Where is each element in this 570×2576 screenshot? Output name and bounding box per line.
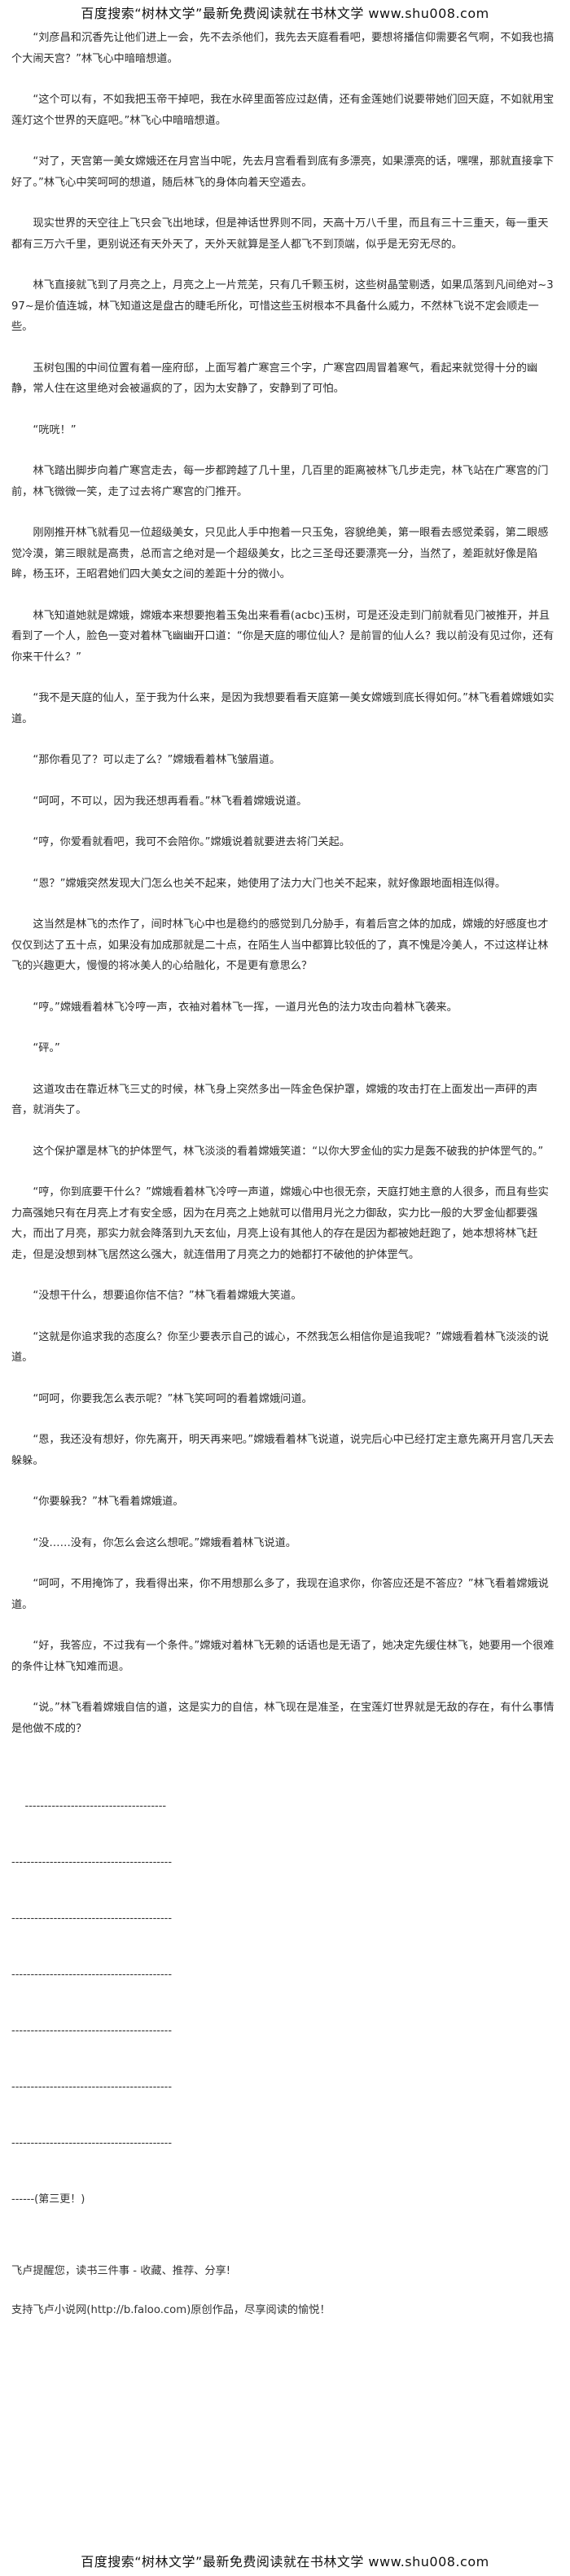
paragraph: “咣咣！”	[33, 423, 77, 436]
paragraph: 林飞踏出脚步向着广寒宫走去，每一步都跨越了几十里，几百里的距离被林飞几步走完，林…	[11, 465, 549, 498]
bottom-banner: 百度搜索“树林文学”最新免费阅读就在书林文学 www.shu008.com	[81, 2554, 489, 2569]
paragraph: “没……没有，你怎么会这么想呢。”嫦娥看着林飞说道。	[33, 1536, 296, 1549]
paragraph: 这道攻击在靠近林飞三丈的时候，林飞身上突然多出一阵金色保护罩，嫦娥的攻击打在上面…	[11, 1083, 538, 1117]
paragraph: 林飞直接就飞到了月亮之上，月亮之上一片荒芜，只有几千颗玉树，这些树晶莹剔透，如果…	[11, 279, 554, 333]
separator-line: ----------------------------------------…	[11, 2137, 173, 2149]
paragraph: 现实世界的天空往上飞只会飞出地球，但是神话世界则不同，天高十万八千里，而且有三十…	[11, 217, 549, 251]
separator-block: ------------------------------------- --…	[11, 1759, 559, 2246]
paragraph: “哼，你到底要干什么？”嫦娥看着林飞冷哼一声道，嫦娥心中也很无奈，天庭打她主意的…	[11, 1186, 549, 1261]
paragraph: “哼，你爱看就看吧，我可不会陪你。”嫦娥说着就要进去将门关起。	[33, 836, 350, 848]
paragraph: “呵呵，你要我怎么表示呢？”林飞笑呵呵的看着嫦娥问道。	[33, 1392, 313, 1405]
third-update-note: ------(第三更！)	[11, 2193, 86, 2206]
separator-line: ----------------------------------------…	[11, 2025, 173, 2037]
paragraph: “没想干什么，想要追你信不信？”林飞看着嫦娥大笑道。	[33, 1290, 302, 1302]
support-line: 支持飞卢小说网(http://b.faloo.com)原创作品，尽享阅读的愉悦！	[11, 2304, 331, 2316]
paragraph: “恩，我还没有想好，你先离开，明天再来吧。”嫦娥看着林飞说道，说完后心中已经打定…	[11, 1434, 555, 1467]
top-banner: 百度搜索“树林文学”最新免费阅读就在书林文学 www.shu008.com	[81, 6, 489, 21]
paragraph: “好，我答应，不过我有一个条件。”嫦娥对着林飞无赖的话语也是无语了，她决定先缓住…	[11, 1640, 555, 1673]
paragraph: “刘彦昌和沉香先让他们进上一会，先不去杀他们，我先去天庭看看吧，要想将播信仰需要…	[11, 32, 555, 65]
paragraph: 这当然是林飞的杰作了，间时林飞心中也是稳约的感觉到几分胁手，有着后宫之体的加成，…	[11, 918, 549, 972]
separator-line: ----------------------------------------…	[11, 1912, 173, 1925]
paragraph: “说。”林飞看着嫦娥自信的道，这是实力的自信，林飞现在是准圣，在宝莲灯世界就是无…	[11, 1702, 555, 1735]
paragraph: “呵呵，不用掩饰了，我看得出来，你不用想那么多了，我现在追求你，你答应还是不答应…	[11, 1578, 549, 1611]
paragraph: 林飞知道她就是嫦娥，嫦娥本来想要抱着玉兔出来看看(acbc)玉树，可是还没走到门…	[11, 609, 555, 664]
separator-line: ----------------------------------------…	[11, 1856, 173, 1868]
paragraph: “这个可以有，不如我把玉帝干掉吧，我在水碎里面答应过赵倩，还有金莲她们说要带她们…	[11, 94, 555, 127]
paragraph: “你要躲我？”林飞看着嫦娥道。	[33, 1496, 184, 1508]
paragraph: 这个保护罩是林飞的护体罡气，林飞淡淡的看着嫦娥笑道：“以你大罗金仙的实力是轰不破…	[33, 1145, 544, 1158]
separator-line: -------------------------------------	[11, 1800, 167, 1812]
paragraph: “恩？”嫦娥突然发现大门怎么也关不起来，她使用了法力大门也关不起来，就好像跟地面…	[33, 877, 506, 890]
paragraph: “那你看见了？可以走了么？”嫦娥看着林飞皱眉道。	[33, 754, 281, 766]
chapter-content: “刘彦昌和沉香先让他们进上一会，先不去杀他们，我先去天庭看看吧，要想将播信仰需要…	[11, 28, 559, 2320]
paragraph: “砰。”	[33, 1042, 60, 1054]
paragraph: 刚刚推开林飞就看见一位超级美女，只见此人手中抱着一只玉兔，容貌绝美，第一眼看去感…	[11, 527, 549, 580]
separator-line: ----------------------------------------…	[11, 2081, 173, 2093]
paragraph: “这就是你追求我的态度么？你至少要表示自己的诚心，不然我怎么相信你是追我呢？”嫦…	[11, 1330, 549, 1365]
separator-line: ----------------------------------------…	[11, 1969, 173, 1981]
paragraph: “呵呵，不可以，因为我还想再看看。”林飞看着嫦娥说道。	[33, 795, 308, 808]
paragraph: “哼。”嫦娥看着林飞冷哼一声，衣袖对着林飞一挥，一道月光色的法力攻击向着林飞袭来…	[33, 1001, 458, 1014]
paragraph: “对了，天宫第一美女嫦娥还在月宫当中呢，先去月宫看看到底有多漂亮，如果漂亮的话，…	[11, 156, 555, 189]
paragraph: 玉树包围的中间位置有着一座府邸，上面写着广寒宫三个字，广寒宫四周冒着寒气，看起来…	[11, 361, 538, 396]
paragraph: “我不是天庭的仙人，至于我为什么来，是因为我想要看看天庭第一美女嫦娥到底长得如何…	[11, 692, 555, 725]
reminder-line: 飞卢提醒您，读书三件事 - 收藏、推荐、分享!	[11, 2265, 230, 2277]
